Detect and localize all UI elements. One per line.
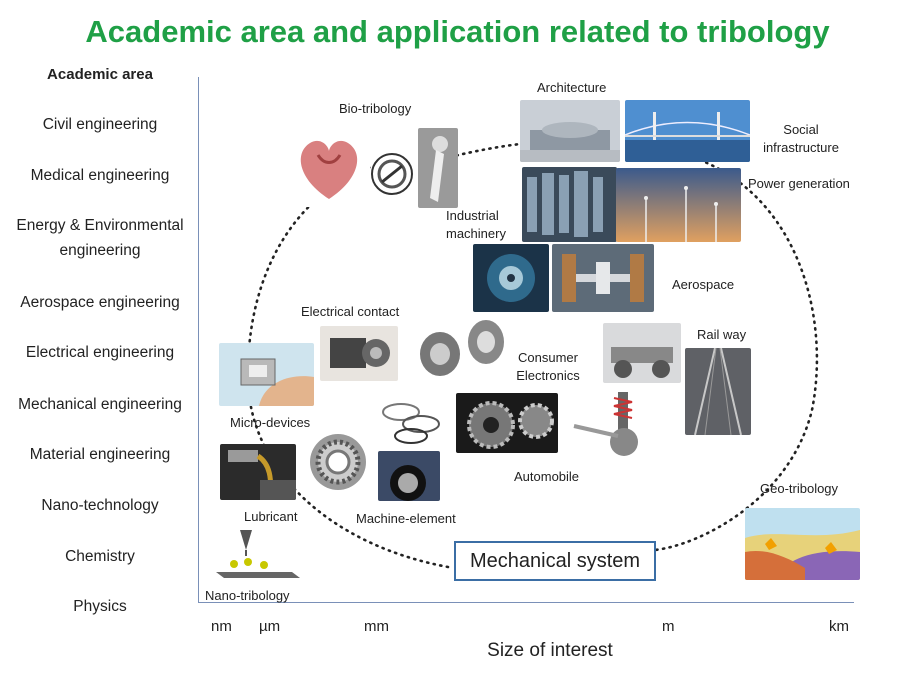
electrical-contact-image [320,326,398,381]
label-automobile: Automobile [514,469,580,484]
y-axis-line [198,77,199,603]
label-aerospace: Aerospace [672,277,735,292]
label-bio-tribology: Bio-tribology [339,101,412,116]
label-micro-devices: Micro-devices [230,415,311,430]
academic-item-physics: Physics [73,598,127,615]
label-architecture: Architecture [537,80,607,95]
hip-implant-image [418,128,458,208]
suspension-image [568,388,648,460]
label-nano-tribology: Nano-tribology [205,588,290,603]
tick-m: m [662,618,675,635]
gears-image [456,393,558,453]
page-title: Academic area and application related to… [85,14,830,49]
x-axis-label-text: Size of interest [487,640,613,661]
industrial-machinery-image [522,167,617,242]
tick-nm: nm [211,618,232,635]
power-generation-image [616,168,741,242]
x-axis-line [198,602,854,603]
label-geo-tribology: Geo-tribology [760,481,839,496]
academic-item-energy: Energy & Environmental engineering [16,217,184,259]
label-industrial-machinery: Industrial machinery [446,208,506,241]
bearing-image [305,430,371,493]
aerospace-engine-image [473,244,549,312]
academic-item-material: Material engineering [29,446,171,463]
label-consumer-electronics: Consumer Electronics [516,350,580,383]
label-railway: Rail way [697,327,747,342]
architecture-image [520,100,620,162]
academic-item-aerospace: Aerospace engineering [20,294,180,311]
academic-item-nano: Nano-technology [41,497,159,514]
label-lubricant: Lubricant [244,509,298,524]
label-social-infrastructure: Social infrastructure [763,122,839,155]
tick-um: µm [259,618,281,635]
tire-image [378,451,440,501]
geo-tribology-image [745,508,860,580]
micro-devices-image [219,343,314,406]
label-power-generation: Power generation [748,176,850,191]
consumer-electronics-image [412,314,508,384]
mechanical-system-box: Mechanical system [454,541,656,581]
tick-mm: mm [364,618,389,635]
heart-valve-image [370,152,414,196]
x-axis-label: Size of interest [0,640,915,662]
aerospace-station-image [552,244,654,312]
academic-item-chemistry: Chemistry [65,548,135,565]
academic-area-heading: Academic area [47,66,153,83]
lubricant-image [220,444,296,500]
academic-item-mechanical: Mechanical engineering [18,396,182,413]
railway-bogie-image [603,323,681,383]
nano-tribology-image [212,528,300,580]
label-machine-element: Machine-element [356,511,456,526]
academic-item-civil: Civil engineering [42,116,158,133]
piston-rings-image [377,394,445,446]
tick-km: km [829,618,849,635]
railway-track-image [685,348,751,435]
heart-image [288,125,370,207]
label-electrical-contact: Electrical contact [301,304,400,319]
academic-item-electrical: Electrical engineering [25,344,175,361]
academic-item-medical: Medical engineering [30,167,170,184]
social-infrastructure-image [625,100,750,162]
